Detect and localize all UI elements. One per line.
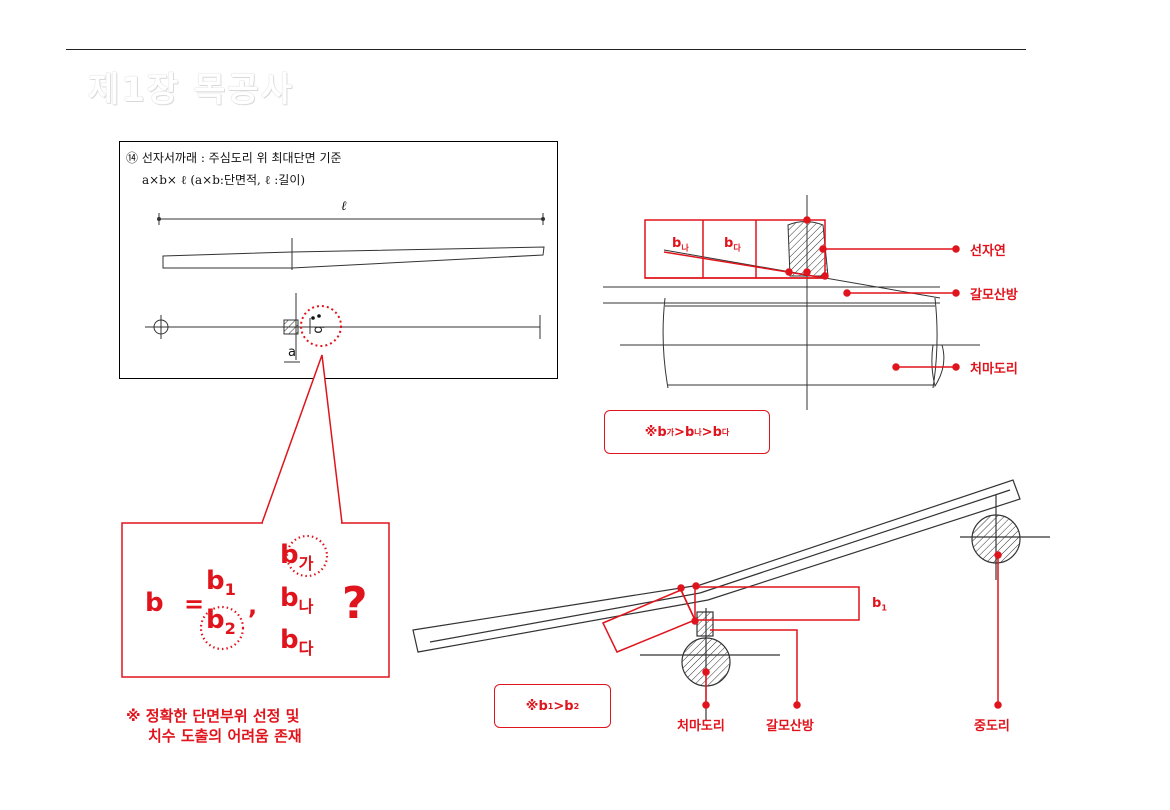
formula-b1: b1	[206, 566, 236, 600]
label-b1: b1	[872, 596, 887, 613]
label-galmosanbang-bottom: 갈모산방	[766, 719, 814, 734]
label-cheomadori-top: 처마도리	[970, 362, 1018, 377]
top-diagram-annotations	[644, 216, 960, 371]
formula-comma: ,	[248, 592, 258, 620]
bottom-diagram-sketch	[412, 479, 1050, 720]
question-mark: ?	[342, 578, 368, 629]
b2-dotted-circle	[199, 605, 245, 651]
slide-title: 제1장 목공사	[88, 70, 294, 110]
formula-equals: =	[184, 590, 205, 618]
callout-frame	[121, 522, 390, 678]
header-rule	[66, 49, 1026, 50]
formula-bda: b다	[280, 625, 314, 659]
bottom-diagram-annotations	[601, 551, 1002, 709]
reference-formula: a×b× ℓ (a×b:단면적, ℓ :길이)	[142, 173, 306, 187]
label-bna: b나	[672, 236, 689, 253]
dimension-a-label: a	[288, 345, 296, 360]
reference-caption: ⑭ 선자서까래 : 주심도리 위 최대단면 기준	[126, 151, 342, 165]
top-diagram-sketch	[603, 195, 980, 410]
label-seonjayeon: 선자연	[970, 244, 1006, 259]
formula-bna: b나	[280, 583, 314, 617]
difficulty-note: ※ 정확한 단면부위 선정 및 치수 도출의 어려움 존재	[126, 706, 302, 746]
difficulty-note-line1: ※ 정확한 단면부위 선정 및	[126, 707, 300, 725]
reference-lines	[145, 213, 545, 363]
formula-b: b	[145, 588, 164, 618]
reference-drawing: ⑭ 선자서까래 : 주심도리 위 최대단면 기준 a×b× ℓ (a×b:단면적…	[119, 141, 558, 379]
label-galmosanbang-top: 갈모산방	[970, 288, 1018, 303]
label-cheomadori-bottom: 처마도리	[677, 719, 725, 734]
callout-pointer	[261, 354, 343, 524]
difficulty-note-line2: 치수 도출의 어려움 존재	[148, 727, 302, 745]
formula-b2: b2	[206, 605, 236, 639]
label-jungdori: 중도리	[974, 719, 1010, 734]
formula-bga: b가	[280, 540, 314, 574]
bga-dotted-circle	[285, 534, 329, 578]
label-bda: b다	[724, 236, 741, 253]
reference-highlight	[300, 305, 342, 347]
length-symbol: ℓ	[341, 199, 347, 214]
